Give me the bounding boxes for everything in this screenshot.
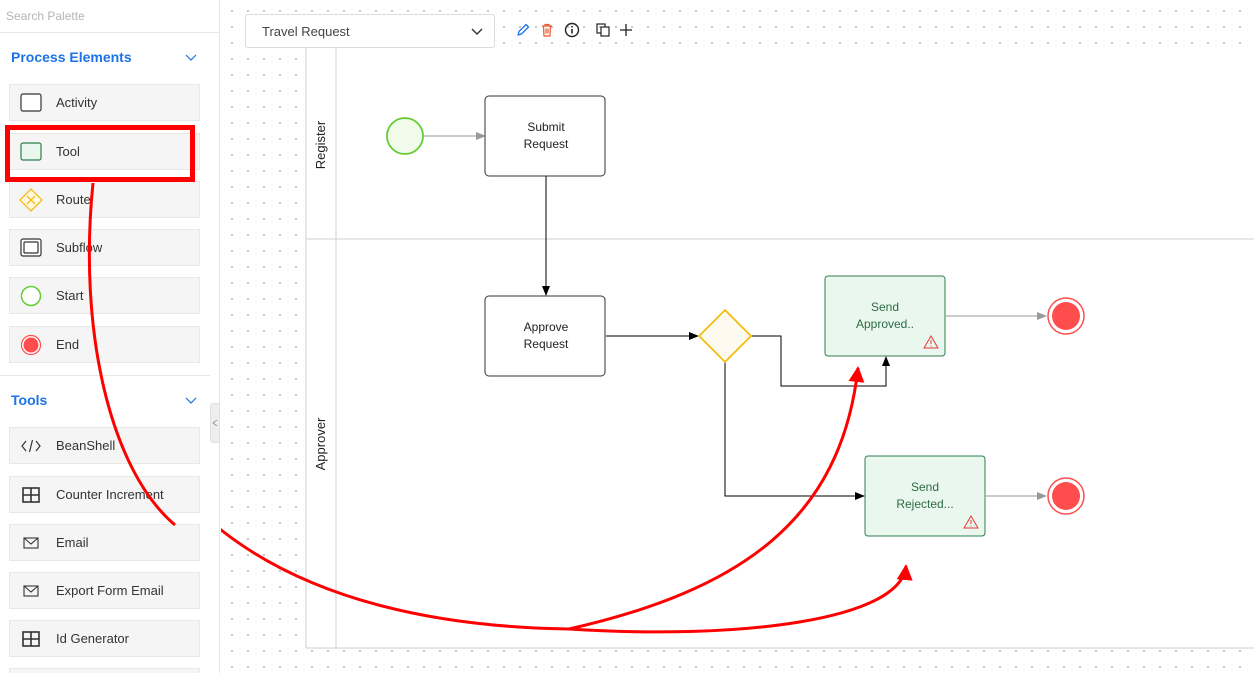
lane-label-register: Register xyxy=(313,120,328,169)
info-icon xyxy=(564,22,580,38)
delete-button[interactable] xyxy=(537,20,557,40)
end-node-approved[interactable] xyxy=(1047,297,1085,335)
tool-label-line: Rejected... xyxy=(896,497,953,511)
lane-label-approver: Approver xyxy=(313,417,328,470)
chevron-down-icon xyxy=(471,28,483,35)
palette-item-label: BeanShell xyxy=(56,438,116,453)
palette-item-id-generator[interactable]: Id Generator xyxy=(9,620,200,657)
palette-item-label: Activity xyxy=(56,95,98,110)
add-icon xyxy=(620,24,632,36)
activity-submit-request[interactable]: Submit Request xyxy=(484,95,606,177)
end-node-rejected[interactable] xyxy=(1047,477,1085,515)
palette-item-end[interactable]: End xyxy=(9,326,200,363)
palette-item-label: End xyxy=(56,337,80,352)
palette-item-email[interactable]: Email xyxy=(9,524,200,561)
annotation-arrow-to-approved xyxy=(221,366,865,631)
start-node[interactable] xyxy=(386,117,424,155)
tool-label-line: Send xyxy=(911,480,939,494)
end-circle-icon xyxy=(19,333,43,357)
copy-icon xyxy=(596,23,610,37)
palette-item-tool[interactable]: Tool xyxy=(9,133,200,170)
palette-item-label: Route xyxy=(56,192,91,207)
palette-item-export-form-email[interactable]: Export Form Email xyxy=(9,572,200,609)
tool-square-icon xyxy=(19,140,43,164)
annotation-arrows xyxy=(221,366,913,634)
edit-icon xyxy=(517,23,530,36)
route-gateway[interactable] xyxy=(697,308,753,364)
palette-item-route[interactable]: Route xyxy=(9,181,200,218)
chevron-down-icon xyxy=(185,54,197,61)
process-name: Travel Request xyxy=(262,23,350,39)
flow-connectors xyxy=(424,132,1047,500)
palette-item-label: Start xyxy=(56,288,84,303)
delete-icon xyxy=(542,23,552,37)
tool-label-line: Send xyxy=(871,300,899,314)
activity-label-line: Request xyxy=(524,337,569,351)
activity-approve-request[interactable]: Approve Request xyxy=(484,295,606,377)
palette-item-partial[interactable] xyxy=(9,668,200,673)
palette-item-start[interactable]: Start xyxy=(9,277,200,314)
activity-label-line: Submit xyxy=(527,120,565,134)
mail-icon xyxy=(19,531,43,555)
process-select-dropdown[interactable]: Travel Request xyxy=(245,14,495,48)
swimlane-pool xyxy=(305,48,1254,649)
copy-button[interactable] xyxy=(593,20,613,40)
flow-route-to-approved xyxy=(751,335,890,387)
tools-header[interactable]: Tools xyxy=(0,382,210,418)
collapse-sidebar-handle[interactable] xyxy=(210,403,220,443)
grid-icon xyxy=(19,627,43,651)
warning-icon xyxy=(963,515,979,529)
diagram-canvas[interactable]: Register Approver Submit Request xyxy=(221,0,1254,673)
process-elements-header[interactable]: Process Elements xyxy=(0,39,210,75)
mail-icon xyxy=(19,579,43,603)
palette-item-label: Id Generator xyxy=(56,631,129,646)
add-button[interactable] xyxy=(616,20,636,40)
route-diamond-icon xyxy=(19,187,43,212)
flow-route-to-rejected xyxy=(724,362,865,500)
warning-icon xyxy=(923,335,939,349)
palette-item-activity[interactable]: Activity xyxy=(9,84,200,121)
chevron-down-icon xyxy=(185,397,197,404)
annotation-highlight-box xyxy=(5,125,195,182)
palette-item-beanshell[interactable]: BeanShell xyxy=(9,427,200,464)
code-icon xyxy=(19,434,43,458)
activity-label-line: Approve xyxy=(524,320,569,334)
palette-sidebar: Process Elements Activity Tool xyxy=(0,0,220,673)
chevron-left-icon xyxy=(212,419,218,427)
tool-send-rejected[interactable]: Send Rejected... xyxy=(864,455,986,537)
tool-label-line: Approved.. xyxy=(856,317,914,331)
grid-icon xyxy=(19,483,43,507)
process-elements-title: Process Elements xyxy=(11,49,132,65)
palette-item-label: Subflow xyxy=(56,240,103,255)
palette-item-label: Counter Increment xyxy=(56,487,164,502)
search-palette-input[interactable] xyxy=(0,0,220,32)
tool-send-approved[interactable]: Send Approved.. xyxy=(824,275,946,357)
palette-item-subflow[interactable]: Subflow xyxy=(9,229,200,266)
subflow-square-icon xyxy=(19,236,43,260)
tools-title: Tools xyxy=(11,392,48,408)
info-button[interactable] xyxy=(562,20,582,40)
palette-item-counter-increment[interactable]: Counter Increment xyxy=(9,476,200,513)
search-palette-box[interactable] xyxy=(0,0,220,33)
palette-item-label: Email xyxy=(56,535,89,550)
start-circle-icon xyxy=(19,284,43,308)
activity-square-icon xyxy=(19,91,43,115)
edit-button[interactable] xyxy=(513,20,533,40)
palette-item-label: Export Form Email xyxy=(56,583,164,598)
section-divider xyxy=(0,375,210,376)
annotation-arrow-to-rejected xyxy=(568,564,913,634)
activity-label-line: Request xyxy=(524,137,569,151)
pool-background xyxy=(306,48,1254,648)
palette-item-label: Tool xyxy=(56,144,80,159)
process-diagram[interactable]: Register Approver Submit Request xyxy=(221,0,1254,673)
